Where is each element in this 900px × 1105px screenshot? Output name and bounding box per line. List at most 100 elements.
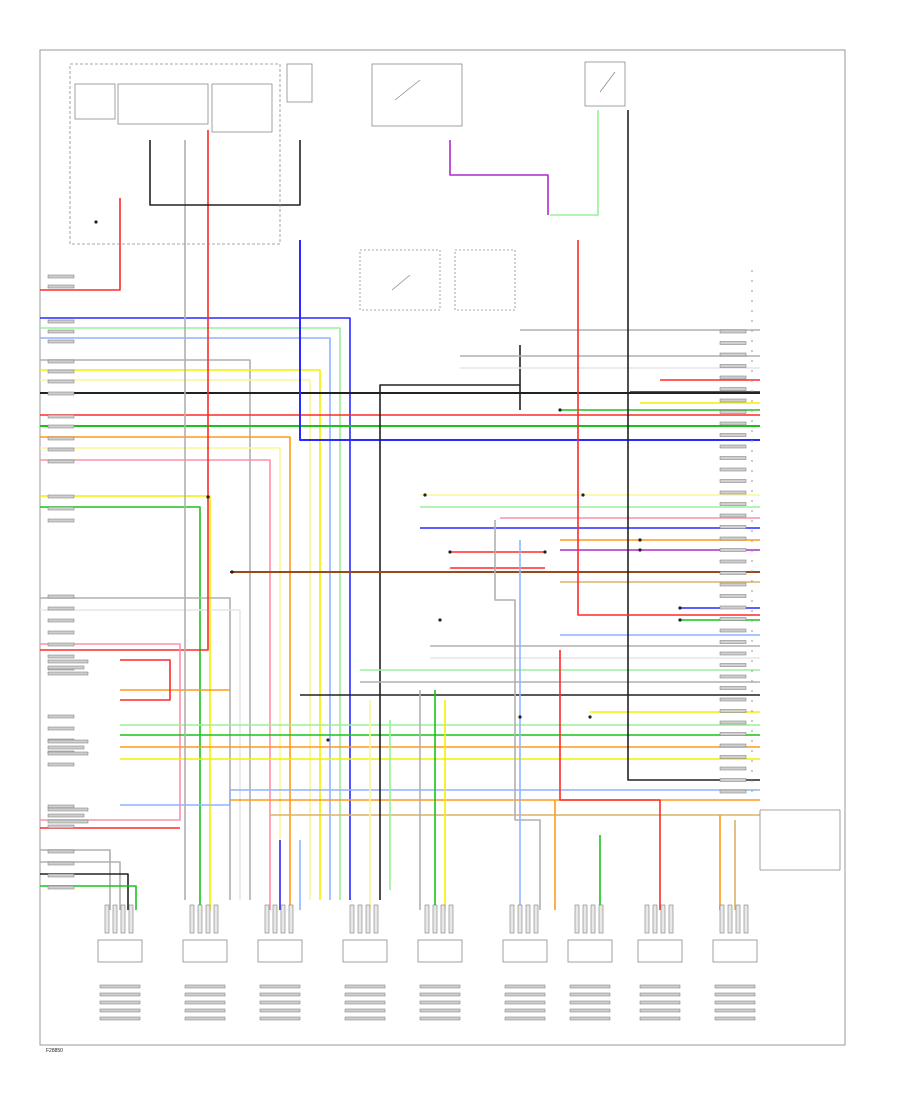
splice-dot (448, 550, 452, 554)
connector-pin (598, 904, 604, 934)
splice-dot (638, 548, 642, 552)
connector-pin (272, 904, 278, 934)
connector-pin (280, 904, 286, 934)
wire-light_blue-2 (40, 337, 331, 900)
wire-label-placeholder (47, 414, 75, 419)
bottom-component-7 (637, 939, 683, 963)
wire-label-placeholder (419, 992, 461, 997)
wire-label-placeholder (504, 992, 546, 997)
wire-yellow-4 (40, 369, 321, 900)
splice-dot (230, 570, 234, 574)
splice-dot (206, 495, 210, 499)
wire-label-placeholder (719, 789, 747, 794)
wire-pink-19 (40, 643, 181, 821)
connector-pin (112, 904, 118, 934)
wire-label-placeholder (719, 536, 747, 541)
wire-label-placeholder (259, 1016, 301, 1021)
wire-red-17 (40, 198, 121, 291)
wire-label-placeholder (719, 594, 747, 598)
connector-pin (349, 904, 355, 934)
wire-label-placeholder (47, 391, 75, 396)
wire-label-placeholder (259, 1000, 301, 1005)
wire-label-placeholder (47, 819, 89, 824)
connector-pin (128, 904, 134, 934)
connector-pin (719, 904, 725, 934)
wire-label-placeholder (99, 1016, 141, 1021)
wire-label-placeholder (714, 1000, 756, 1005)
bottom-component-5 (502, 939, 548, 963)
wire-label-placeholder (719, 720, 747, 725)
connector-pin (432, 904, 438, 934)
diagram-frame (39, 49, 846, 1046)
connector-pin (644, 904, 650, 934)
bottom-component-6 (567, 939, 613, 963)
wire-label-placeholder (719, 456, 747, 460)
wire-label-placeholder (47, 594, 75, 599)
wire-yellow-13 (40, 495, 211, 910)
wire-label-placeholder (259, 992, 301, 997)
wire-label-placeholder (419, 984, 461, 989)
wire-label-placeholder (184, 984, 226, 989)
wire-label-placeholder (719, 755, 747, 759)
wire-violet-61 (449, 140, 549, 215)
wire-gray-66 (494, 520, 541, 910)
ignition-switch-box (286, 63, 313, 103)
wire-label-placeholder (419, 1008, 461, 1013)
wire-label-placeholder (47, 885, 75, 890)
wire-label-placeholder (47, 824, 75, 829)
splice-dot (638, 538, 642, 542)
connector-pin (373, 904, 379, 934)
wire-label-placeholder (504, 984, 546, 989)
wire-label-placeholder (47, 714, 75, 719)
bottom-component-2 (257, 939, 303, 963)
wire-label-placeholder (47, 436, 75, 441)
splice-dot (423, 493, 427, 497)
component-layer (69, 61, 841, 963)
wire-label-placeholder (47, 379, 75, 384)
splice-dot (543, 550, 547, 554)
wire-label-placeholder (47, 762, 75, 767)
wire-label-placeholder (719, 732, 747, 736)
wire-label-placeholder (719, 352, 747, 357)
wire-label-placeholder (719, 433, 747, 437)
connector-pin (264, 904, 270, 934)
wire-label-placeholder (99, 1000, 141, 1005)
bottom-component-1 (182, 939, 228, 963)
splice-dot (438, 618, 442, 622)
wire-label-placeholder (569, 1000, 611, 1005)
wire-gray-30 (40, 849, 111, 910)
wire-label-placeholder (719, 329, 747, 334)
wire-label-placeholder (47, 671, 89, 676)
wire-label-placeholder (99, 1008, 141, 1013)
wire-label-placeholder (47, 618, 75, 623)
wire-label-placeholder (639, 1008, 681, 1013)
wire-label-placeholder (569, 1008, 611, 1013)
wire-label-placeholder (504, 1008, 546, 1013)
wire-label-placeholder (99, 984, 141, 989)
connector-pin (440, 904, 446, 934)
wire-light_green-62 (550, 110, 599, 216)
connector-pin (590, 904, 596, 934)
wire-label-placeholder (419, 1000, 461, 1005)
connector-pin (448, 904, 454, 934)
od-switch-contact (391, 274, 411, 291)
connector-pin (727, 904, 733, 934)
wire-label-placeholder (719, 548, 747, 552)
connector-pin (104, 904, 110, 934)
connector-pin (668, 904, 674, 934)
connector-pin (743, 904, 749, 934)
wire-red-70 (559, 650, 661, 910)
wire-label-placeholder (714, 992, 756, 997)
wire-label-placeholder (47, 642, 75, 647)
wire-label-placeholder (719, 502, 747, 506)
wire-label-placeholder (47, 424, 75, 429)
wire-label-placeholder (184, 1008, 226, 1013)
bottom-component-4 (417, 939, 463, 963)
wire-label-placeholder (719, 479, 747, 483)
wire-label-placeholder (47, 339, 75, 344)
wire-label-placeholder (719, 490, 747, 495)
wire-label-placeholder (719, 709, 747, 713)
connector-pin (533, 904, 539, 934)
wire-label-placeholder (719, 559, 747, 564)
